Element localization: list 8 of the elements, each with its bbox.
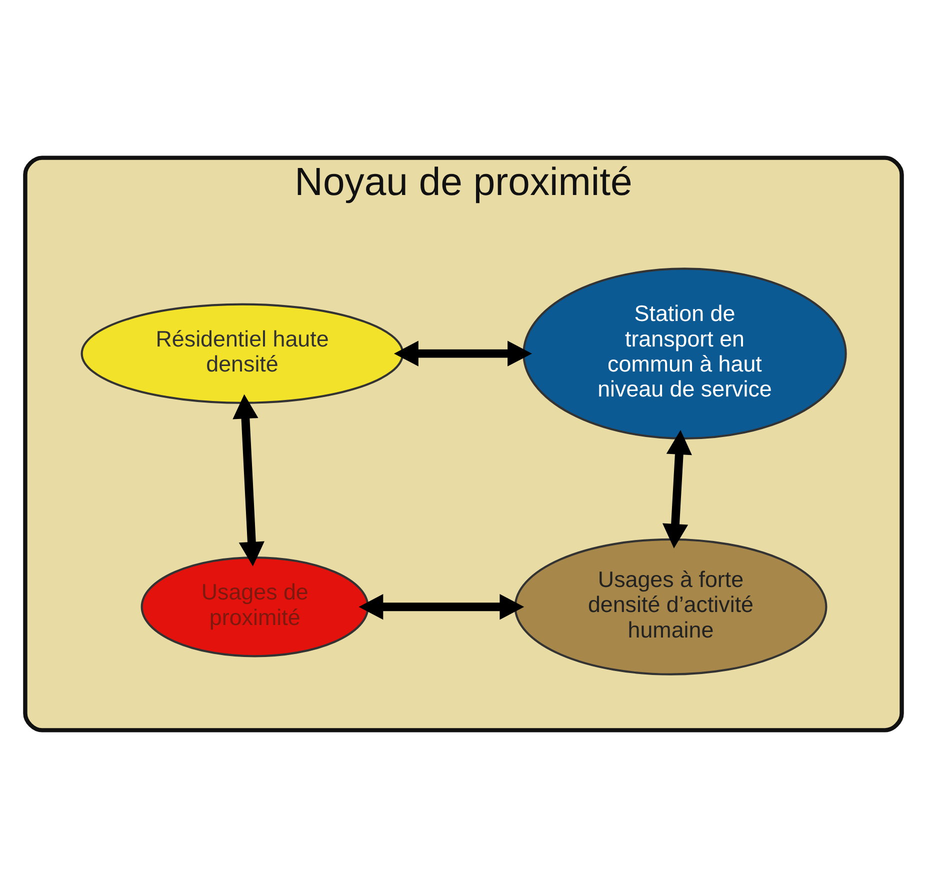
node-ellipse: Usages de proximité [140,556,369,658]
arrow [232,394,264,566]
arrow [662,430,692,548]
node-ellipse: Résidentiel haute densité [80,303,404,404]
arrow [394,340,532,366]
node-ellipse: Usages à forte densité d’activité humaine [514,538,828,676]
arrow [358,594,524,620]
node-ellipse: Station de transport en commun à haut niveau de service [522,268,847,440]
